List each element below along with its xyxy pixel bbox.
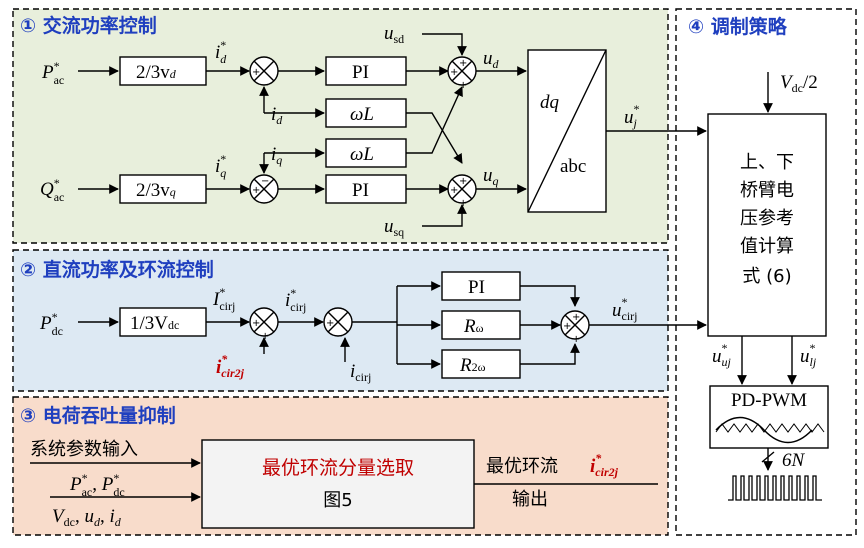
dc-pi-block xyxy=(441,271,521,301)
charge-section-title: ③ 电荷吞吐量抑制 xyxy=(20,404,176,427)
qac-ref-label: Q*ac xyxy=(40,176,64,204)
iq-ref-label: i*q xyxy=(215,152,226,180)
svg-text:+: + xyxy=(252,185,260,196)
id-ref-label: i*d xyxy=(215,38,227,66)
optimal-circ-block xyxy=(201,439,475,529)
pd-pwm-text: PD-PWM xyxy=(731,390,807,411)
optimal-output-sub: 输出 xyxy=(512,489,548,510)
measured-signals-label: Vdc, ud, id xyxy=(52,506,122,529)
pac-ref-label: P*ac xyxy=(41,59,64,87)
mod-section-title: ④ 调制策略 xyxy=(688,15,788,38)
uuj-ref-label: u*uj xyxy=(712,341,732,369)
gain-d-text: 2/3vd xyxy=(136,62,177,83)
svg-text:+: + xyxy=(459,198,467,209)
dc-section-title: ② 直流功率及环流控制 xyxy=(20,258,214,281)
r-2omega-text: R2ω xyxy=(459,355,486,376)
svg-text:+: + xyxy=(252,67,260,78)
r-2omega-block xyxy=(441,349,521,379)
svg-text:−: − xyxy=(261,80,269,91)
ulj-ref-label: u*lj xyxy=(800,341,817,369)
pi-d-text: PI xyxy=(352,62,369,83)
svg-text:+: + xyxy=(572,334,580,345)
vdc-half-label: Vdc/2 xyxy=(780,72,818,95)
wl-bot-block xyxy=(325,138,407,168)
pwm-waveform xyxy=(715,416,813,444)
calc-line-2: 桥臂电 xyxy=(740,180,794,201)
optimal-output-label: 最优环流 xyxy=(486,456,558,477)
svg-text:+: + xyxy=(450,67,458,78)
icirj-ref-label: I*cirj xyxy=(212,285,235,313)
calc-line-5: 式 (6) xyxy=(742,266,791,287)
svg-text:+: + xyxy=(326,318,334,329)
dc-gain-block xyxy=(119,307,207,337)
pwm-carrier xyxy=(715,423,825,433)
pulse-count-label: 6N xyxy=(782,450,806,471)
svg-text:+: + xyxy=(459,80,467,91)
dc-gain-text: 1/3Vdc xyxy=(130,313,179,334)
gain-d-block xyxy=(119,56,207,86)
svg-text:+: + xyxy=(252,318,260,329)
calc-line-4: 值计算 xyxy=(740,236,794,257)
svg-text:−: − xyxy=(335,331,343,342)
uj-ref-label: u*j xyxy=(624,102,640,130)
gain-q-block xyxy=(119,174,207,204)
dq-text: dq xyxy=(540,92,560,113)
svg-text:+: + xyxy=(450,185,458,196)
svg-text:+: + xyxy=(563,321,571,332)
pdc-ref-label: P*dc xyxy=(39,310,63,338)
svg-text:−: − xyxy=(261,176,269,187)
power-refs-label: P*ac, P*dc xyxy=(69,471,125,499)
pi-q-block xyxy=(325,174,407,204)
pulse-train xyxy=(728,475,822,501)
system-params-label: 系统参数输入 xyxy=(30,439,138,460)
ac-section-title: ① 交流功率控制 xyxy=(20,14,157,37)
r-omega-text: Rω xyxy=(463,316,484,337)
pd-pwm-block xyxy=(709,385,829,449)
wl-top-text: ωL xyxy=(350,104,374,125)
svg-text:+: + xyxy=(459,58,467,69)
svg-text:+: + xyxy=(261,331,269,342)
optimal-circ-ref: 图5 xyxy=(323,490,352,511)
calc-line-1: 上、下 xyxy=(740,152,794,173)
gain-q-text: 2/3vq xyxy=(136,180,176,201)
pi-d-block xyxy=(325,56,407,86)
svg-text:+: + xyxy=(572,312,580,323)
calc-line-3: 压参考 xyxy=(740,208,794,229)
iq-feedback-label: iq xyxy=(271,144,282,167)
abc-text: abc xyxy=(560,156,586,177)
pi-q-text: PI xyxy=(352,180,369,201)
bridge-calc-block xyxy=(707,113,827,337)
dc-pi-text: PI xyxy=(468,277,485,298)
wl-bot-text: ωL xyxy=(350,144,374,165)
svg-text:+: + xyxy=(459,176,467,187)
optimal-circ-title: 最优环流分量选取 xyxy=(262,457,414,479)
